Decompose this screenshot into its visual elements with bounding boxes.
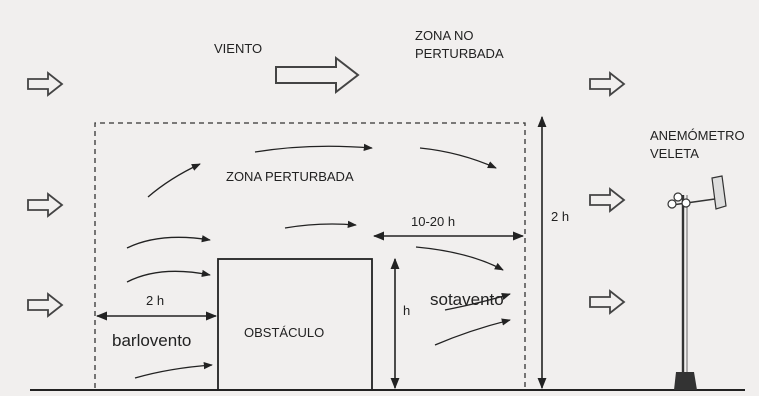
total-height-label: 2 h: [551, 209, 569, 224]
leeward-label: sotavento: [430, 290, 504, 309]
anemometer-mast-icon: [667, 175, 727, 390]
streamline: [444, 293, 511, 311]
vane-label: VELETA: [650, 146, 699, 161]
streamline: [126, 235, 211, 249]
wind-arrow-icon: [27, 193, 63, 217]
streamline: [126, 269, 211, 283]
wind-arrow-icon: [27, 72, 63, 96]
main-wind-arrow-icon: [275, 55, 360, 95]
wind-arrow-icon: [589, 290, 625, 314]
disturbed-zone-label: ZONA PERTURBADA: [226, 169, 354, 184]
windward-distance-label: 2 h: [146, 293, 164, 308]
undisturbed-zone-label-line1: ZONA NO: [415, 28, 474, 43]
windward-label: barlovento: [112, 331, 191, 350]
disturbed-zone-boundary: [94, 122, 526, 388]
obstacle-label: OBSTÁCULO: [244, 325, 324, 340]
obstacle-block: [217, 258, 373, 391]
streamline: [284, 220, 357, 229]
undisturbed-zone-label-line2: PERTURBADA: [415, 46, 504, 61]
flow-streamlines: [126, 143, 511, 379]
streamline: [434, 318, 511, 346]
wind-label: VIENTO: [214, 41, 262, 56]
leeward-distance-label: 10-20 h: [411, 214, 455, 229]
wind-arrow-icon: [589, 72, 625, 96]
streamline: [134, 361, 213, 379]
wind-arrow-icon: [589, 188, 625, 212]
wind-arrow-icon: [27, 293, 63, 317]
streamline: [254, 143, 373, 153]
streamline: [419, 147, 497, 169]
streamline: [147, 163, 201, 198]
streamline: [415, 246, 504, 271]
anemometer-label: ANEMÓMETRO: [650, 128, 745, 143]
obstacle-height-label: h: [403, 303, 410, 318]
